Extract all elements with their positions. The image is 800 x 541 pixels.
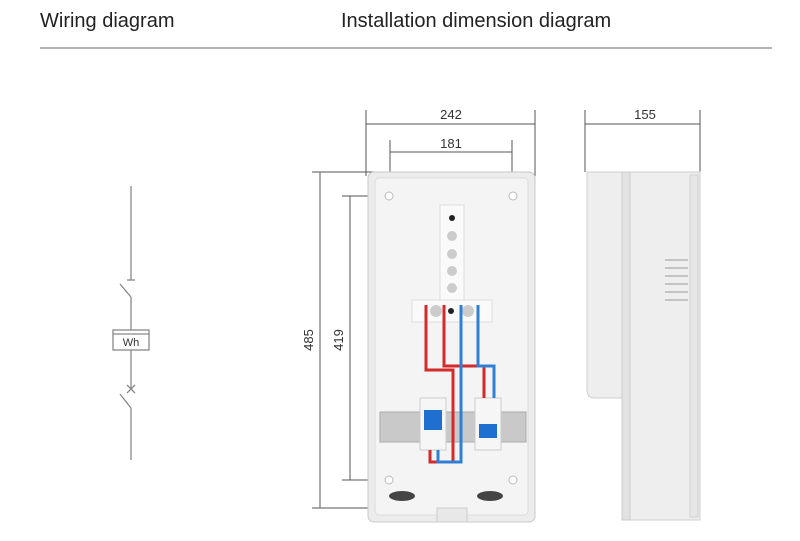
dim-width: 242 xyxy=(440,107,462,122)
dim-height: 485 xyxy=(301,329,316,351)
wiring-diagram-title: Wiring diagram xyxy=(40,10,175,32)
enclosure-front-view xyxy=(367,171,536,523)
enclosure-side-view xyxy=(586,171,701,521)
switch-icon xyxy=(119,393,132,409)
wiring-schematic xyxy=(112,186,150,460)
dim-depth: 155 xyxy=(634,107,656,122)
dim-hole-width: 181 xyxy=(440,136,462,151)
dim-hole-height: 419 xyxy=(331,329,346,351)
installation-diagram-title: Installation dimension diagram xyxy=(341,10,612,32)
breaker-x-icon xyxy=(126,384,136,394)
switch-icon xyxy=(119,283,132,298)
meter-label: Wh xyxy=(123,337,140,349)
